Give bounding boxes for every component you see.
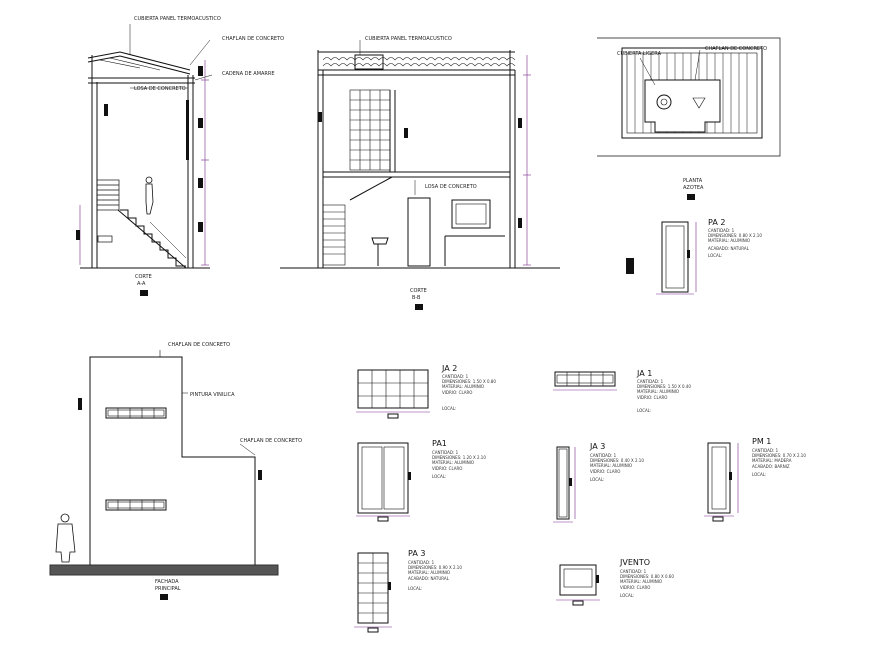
window-vent-tag: JVENTO	[619, 558, 650, 567]
window-ja2-specs: CANTIDAD: 1 DIMENSIONES: 1.50 X 0.80 MAT…	[442, 374, 496, 411]
section-b-drawing	[280, 40, 560, 269]
svg-text:LOCAL:: LOCAL:	[442, 406, 456, 411]
facade-caption-title: FACHADA	[155, 579, 179, 585]
svg-text:CANTIDAD: 1: CANTIDAD: 1	[637, 379, 664, 384]
door-pa1-specs: CANTIDAD: 1 DIMENSIONES: 1.20 X 2.10 MAT…	[432, 450, 486, 479]
svg-text:MATERIAL: ALUMINIO: MATERIAL: ALUMINIO	[637, 389, 679, 394]
svg-text:CANTIDAD: 1: CANTIDAD: 1	[432, 450, 459, 455]
stair-profile	[120, 209, 186, 267]
svg-text:ACABADO: NATURAL: ACABADO: NATURAL	[408, 576, 450, 581]
section-2-caption-sub: B-B	[412, 295, 421, 301]
door-pa3-elevation	[354, 552, 392, 633]
svg-text:CANTIDAD: 1: CANTIDAD: 1	[442, 374, 469, 379]
section-1-callout-slab: LOSA DE CONCRETO	[134, 86, 186, 92]
window-ja3-elevation	[553, 446, 576, 523]
svg-text:VIDRIO: CLARO: VIDRIO: CLARO	[590, 469, 620, 474]
door-pa2-tag: PA 2	[708, 218, 725, 227]
door-pm1-elevation	[704, 442, 739, 522]
svg-text:VIDRIO: CLARO: VIDRIO: CLARO	[442, 390, 472, 395]
svg-text:ACABADO: BARNIZ: ACABADO: BARNIZ	[752, 464, 790, 469]
svg-text:VIDRIO: CLARO: VIDRIO: CLARO	[432, 466, 462, 471]
svg-text:DIMENSIONES: 0.80 X 2.10: DIMENSIONES: 0.80 X 2.10	[708, 233, 762, 238]
roof-plan-callout-cover: CUBIERTA LIGERA	[617, 51, 662, 57]
section-1-caption-sub: A-A	[137, 281, 146, 287]
roof-plan-caption-sub: AZOTEA	[683, 185, 704, 191]
door-pa3-tag: PA 3	[408, 549, 425, 558]
door-pa3-specs: CANTIDAD: 1 DIMENSIONES: 0.90 X 2.10 MAT…	[408, 560, 462, 591]
svg-text:LOCAL:: LOCAL:	[620, 593, 634, 598]
svg-text:CANTIDAD: 1: CANTIDAD: 1	[708, 228, 735, 233]
roof-plan-caption: PLANTA AZOTEA	[683, 178, 704, 200]
window-ja2-elevation	[356, 369, 430, 419]
svg-text:DIMENSIONES: 0.70 X 2.10: DIMENSIONES: 0.70 X 2.10	[752, 453, 806, 458]
human-figure	[145, 176, 154, 215]
svg-text:VIDRIO: CLARO: VIDRIO: CLARO	[637, 395, 667, 400]
svg-text:LOCAL:: LOCAL:	[432, 474, 446, 479]
svg-text:MATERIAL: ALUMINIO: MATERIAL: ALUMINIO	[408, 570, 450, 575]
svg-text:CANTIDAD: 1: CANTIDAD: 1	[590, 453, 617, 458]
svg-text:MATERIAL: ALUMINIO: MATERIAL: ALUMINIO	[432, 460, 474, 465]
svg-text:ACABADO: NATURAL: ACABADO: NATURAL	[708, 246, 750, 251]
svg-text:DIMENSIONES: 0.40 X 2.10: DIMENSIONES: 0.40 X 2.10	[590, 458, 644, 463]
svg-text:MATERIAL: MADERA: MATERIAL: MADERA	[752, 458, 792, 463]
door-pa1-elevation	[356, 442, 411, 522]
window-ja3-tag: JA 3	[589, 442, 605, 451]
window-ja1-tag: JA 1	[636, 369, 652, 378]
window-ja2-tag: JA 2	[441, 364, 457, 373]
roof-plan-callout-chamfer: CHAFLAN DE CONCRETO	[705, 46, 767, 52]
section-1-caption-title: CORTE	[135, 274, 152, 280]
window-ja1-specs: CANTIDAD: 1 DIMENSIONES: 1.50 X 0.40 MAT…	[637, 379, 691, 413]
door-pa1-tag: PA1	[432, 439, 447, 448]
svg-text:MATERIAL: ALUMINIO: MATERIAL: ALUMINIO	[708, 238, 750, 243]
section-2-caption: CORTE B-B	[410, 288, 427, 310]
water-tank-symbol	[656, 94, 672, 110]
svg-text:VIDRIO: CLARO: VIDRIO: CLARO	[620, 585, 650, 590]
door-pm1-tag: PM 1	[752, 437, 771, 446]
door-pa2-elevation	[626, 221, 697, 295]
svg-text:DIMENSIONES: 0.80 X 0.60: DIMENSIONES: 0.80 X 0.60	[620, 574, 674, 579]
svg-text:DIMENSIONES: 1.20 X 2.10: DIMENSIONES: 1.20 X 2.10	[432, 455, 486, 460]
facade-callout-chamfer-top: CHAFLAN DE CONCRETO	[168, 342, 230, 348]
svg-text:CANTIDAD: 1: CANTIDAD: 1	[620, 569, 647, 574]
facade-callout-chamfer-low: CHAFLAN DE CONCRETO	[240, 438, 302, 444]
svg-text:LOCAL:: LOCAL:	[408, 586, 422, 591]
svg-text:LOCAL:: LOCAL:	[752, 472, 766, 477]
section-1-callout-chamfer: CHAFLAN DE CONCRETO	[222, 36, 284, 42]
facade-caption: FACHADA PRINCIPAL	[155, 579, 181, 600]
window-ja1-elevation	[553, 371, 617, 391]
svg-text:MATERIAL: ALUMINIO: MATERIAL: ALUMINIO	[442, 384, 484, 389]
section-2-callout-roof: CUBIERTA PANEL TERMOACUSTICO	[365, 36, 452, 42]
section-1-callout-roof: CUBIERTA PANEL TERMOACUSTICO	[134, 16, 221, 22]
window-vent-elevation	[556, 564, 600, 606]
window-vent-specs: CANTIDAD: 1 DIMENSIONES: 0.80 X 0.60 MAT…	[620, 569, 674, 598]
svg-text:LOCAL:: LOCAL:	[708, 253, 722, 258]
facade-caption-sub: PRINCIPAL	[155, 586, 181, 592]
section-stair-drawing	[76, 24, 213, 269]
section-1-caption: CORTE A-A	[135, 274, 152, 296]
section-2-callout-slab: LOSA DE CONCRETO	[425, 184, 477, 190]
window-ja3-specs: CANTIDAD: 1 DIMENSIONES: 0.40 X 2.10 MAT…	[590, 453, 644, 482]
svg-text:CANTIDAD: 1: CANTIDAD: 1	[408, 560, 435, 565]
section-1-callout-beam: CADENA DE AMARRE	[222, 71, 275, 77]
svg-text:LOCAL:: LOCAL:	[590, 477, 604, 482]
door-pa2-specs: CANTIDAD: 1 DIMENSIONES: 0.80 X 2.10 MAT…	[708, 228, 762, 258]
svg-text:MATERIAL: ALUMINIO: MATERIAL: ALUMINIO	[590, 463, 632, 468]
svg-text:DIMENSIONES: 0.90 X 2.10: DIMENSIONES: 0.90 X 2.10	[408, 565, 462, 570]
door-pm1-specs: CANTIDAD: 1 DIMENSIONES: 0.70 X 2.10 MAT…	[752, 448, 806, 477]
roof-plan-drawing	[597, 37, 781, 157]
svg-text:MATERIAL: ALUMINIO: MATERIAL: ALUMINIO	[620, 579, 662, 584]
roof-plan-caption-title: PLANTA	[683, 178, 703, 184]
interior-door	[407, 197, 431, 267]
facade-human-figure	[55, 513, 76, 563]
svg-text:CANTIDAD: 1: CANTIDAD: 1	[752, 448, 779, 453]
section-2-caption-title: CORTE	[410, 288, 427, 294]
svg-text:DIMENSIONES: 1.50 X 0.40: DIMENSIONES: 1.50 X 0.40	[637, 384, 691, 389]
svg-text:LOCAL:: LOCAL:	[637, 408, 651, 413]
facade-callout-paint: PINTURA VINILICA	[190, 392, 235, 398]
facade-drawing	[49, 350, 279, 576]
svg-text:DIMENSIONES: 1.50 X 0.80: DIMENSIONES: 1.50 X 0.80	[442, 379, 496, 384]
